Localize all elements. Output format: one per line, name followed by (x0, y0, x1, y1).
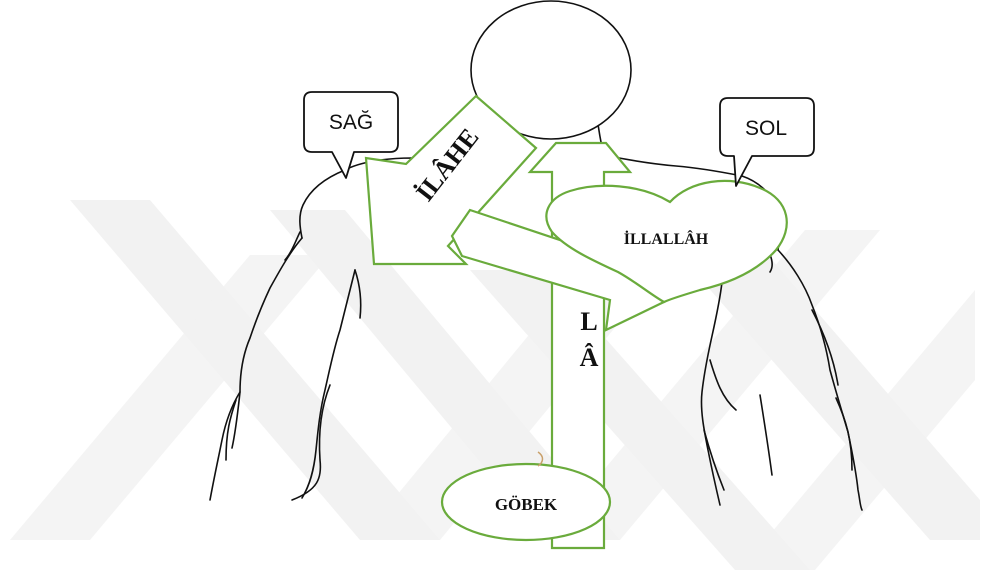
navel-mark (537, 451, 544, 467)
heart-shape (545, 179, 788, 304)
right-callout: SAĞ (303, 91, 399, 179)
navel-ellipse (440, 462, 612, 542)
heart-label: İLLALLÂH (624, 229, 709, 248)
la-label-a: Â (580, 343, 599, 372)
la-label-l: L (580, 307, 597, 336)
left-callout-label: SOL (745, 117, 787, 140)
navel-label: GÖBEK (495, 495, 558, 514)
head-circle (470, 0, 632, 140)
ilahe-arrow (364, 94, 538, 266)
left-callout: SOL (719, 97, 815, 187)
right-callout-label: SAĞ (329, 111, 373, 134)
